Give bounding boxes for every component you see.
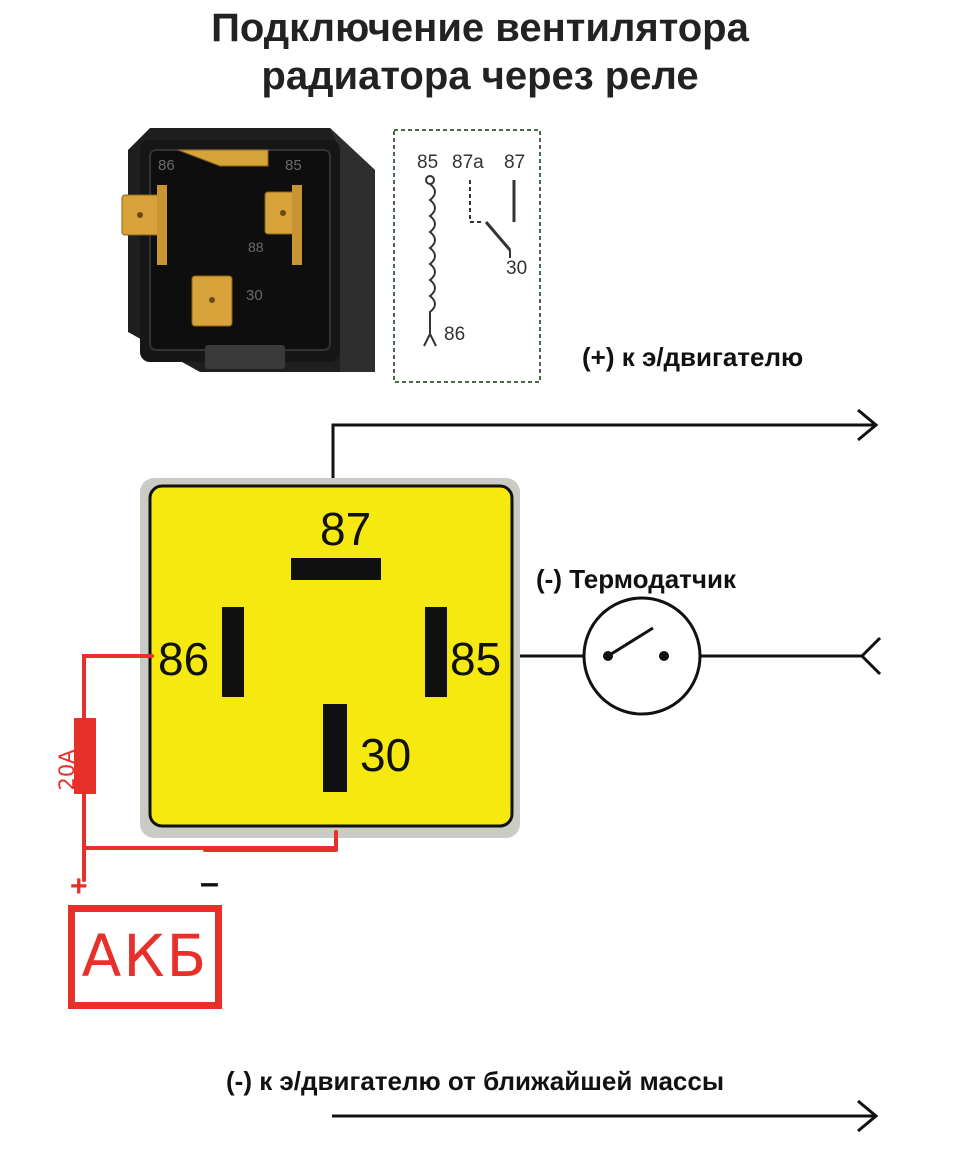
red-wires <box>74 654 338 882</box>
photo-label-30: 30 <box>246 287 263 304</box>
pin-label-87: 87 <box>320 503 372 555</box>
pin-label-85: 85 <box>450 633 502 685</box>
page-title-line-2: радиатора через реле <box>261 54 699 98</box>
relay-photo: 86 85 88 30 <box>121 128 375 372</box>
terminal-85 <box>425 607 447 697</box>
fuse-label: 20A <box>55 749 79 791</box>
terminal-87 <box>291 558 381 580</box>
relay-schematic: 85 87a 87 86 30 <box>393 129 541 383</box>
label-thermo-sensor: (-) Термодатчик <box>536 564 737 594</box>
photo-label-88: 88 <box>248 239 264 255</box>
schematic-pin-30: 30 <box>506 258 527 279</box>
thermo-sensor-symbol <box>582 596 702 716</box>
black-wires <box>331 408 882 1133</box>
page-title-line-1: Подключение вентилятора <box>211 6 749 50</box>
photo-label-86: 86 <box>158 157 175 174</box>
schematic-pin-85: 85 <box>417 152 438 173</box>
terminal-86 <box>222 607 244 697</box>
label-plus-motor: (+) к э/двигателю <box>582 342 804 372</box>
label-minus-motor: (-) к э/двигателю от ближайшей массы <box>226 1066 725 1096</box>
pin-label-86: 86 <box>158 633 210 685</box>
relay-pin-diagram <box>140 478 520 838</box>
pin-label-30: 30 <box>360 729 412 781</box>
schematic-pin-87a: 87a <box>452 152 484 173</box>
terminal-30 <box>323 704 347 792</box>
battery-plus-sign: + <box>70 870 88 903</box>
schematic-pin-86: 86 <box>444 324 465 345</box>
schematic-pin-87: 87 <box>504 152 525 173</box>
battery-box: АКБ <box>68 905 222 1009</box>
photo-label-85: 85 <box>285 157 302 174</box>
battery-minus-sign: – <box>200 864 219 902</box>
